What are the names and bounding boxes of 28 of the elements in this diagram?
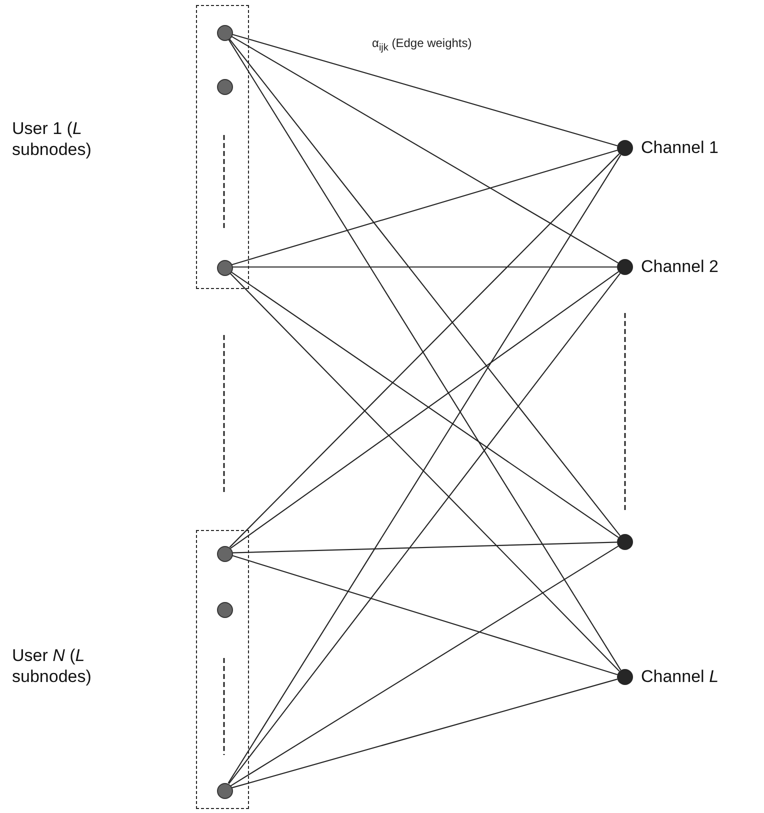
connector-line xyxy=(229,153,620,548)
connector-line xyxy=(232,150,618,266)
channel-label: Channel 1 xyxy=(641,138,719,158)
connector-line xyxy=(231,554,618,676)
connector-line xyxy=(228,38,622,670)
connector-line xyxy=(232,678,618,788)
group-label: User N (L subnodes) xyxy=(12,645,92,687)
subnode-circle xyxy=(217,260,233,276)
connector-line xyxy=(230,36,618,264)
edge-weight-note: α$_{ijk}$ (Edge weights) xyxy=(372,36,472,54)
connector-line xyxy=(229,272,620,672)
connector-line xyxy=(232,34,618,146)
subnode-circle xyxy=(217,25,233,41)
dashed-group-box xyxy=(196,530,249,809)
connector-line xyxy=(228,38,620,536)
dashed-group-box xyxy=(196,5,249,289)
channel-label: Channel 2 xyxy=(641,257,719,277)
group-label: User 1 (L subnodes) xyxy=(12,118,92,160)
subnode-circle xyxy=(217,783,233,799)
connector-line xyxy=(232,266,617,268)
subnode-circle xyxy=(217,602,233,618)
connector-line xyxy=(232,542,618,554)
subnode-circle xyxy=(217,79,233,95)
connector-line xyxy=(230,546,618,786)
connector-line xyxy=(228,154,622,784)
connector-line xyxy=(228,273,621,784)
subnode-circle xyxy=(217,546,233,562)
channel-label: Channel L xyxy=(641,667,719,687)
